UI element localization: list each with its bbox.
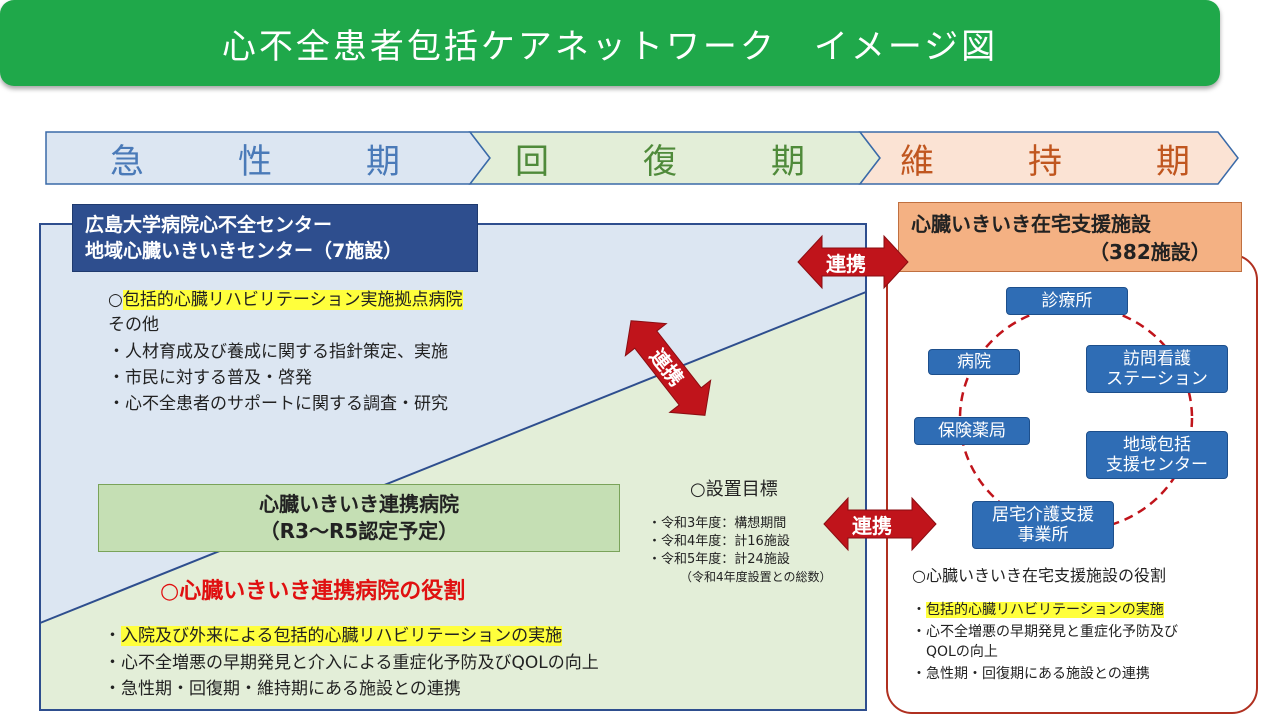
- home-role-heading: ○心臓いきいき在宅支援施設の役割: [912, 566, 1166, 585]
- center-header-line1: 広島大学病院心不全センター: [85, 214, 333, 236]
- node-community-support-line2: 支援センター: [1106, 455, 1208, 475]
- target-item-2: ・令和4年度：計16施設: [648, 534, 790, 549]
- collab-role-highlight: 入院及び外来による包括的心臓リハビリテーションの実施: [121, 626, 563, 646]
- collab-role-item-2: ・心不全増悪の早期発見と介入による重症化予防及びQOLの向上: [104, 653, 599, 673]
- target-item-1: ・令和3年度：構想期間: [648, 516, 787, 531]
- home-role-item-2: ・心不全増悪の早期発見と重症化予防及び: [912, 624, 1178, 640]
- node-care-office-line1: 居宅介護支援: [992, 505, 1094, 525]
- home-role-prefix: ・: [912, 602, 926, 618]
- phase-recovery-label: 回 復 期: [515, 141, 835, 182]
- phase-maintenance-label: 維 持 期: [900, 141, 1220, 182]
- node-community-support-line1: 地域包括: [1123, 435, 1191, 455]
- link-label-top: 連携: [826, 252, 866, 276]
- center-bullet-1: ・人材育成及び養成に関する指針策定、実施: [108, 342, 448, 362]
- collab-role-prefix: ・: [104, 626, 121, 646]
- node-clinic: 診療所: [1006, 287, 1128, 315]
- link-arrow-diagonal: [624, 320, 712, 416]
- collab-role-item-1: ・入院及び外来による包括的心臓リハビリテーションの実施: [104, 624, 563, 648]
- intro-prefix: ○: [108, 290, 123, 310]
- home-role-item-1: ・包括的心臓リハビリテーションの実施: [912, 600, 1164, 620]
- target-item-3: ・令和5年度：計24施設: [648, 552, 790, 567]
- center-header-line2: 地域心臓いきいきセンター（7施設）: [85, 240, 403, 262]
- center-header: 広島大学病院心不全センター 地域心臓いきいきセンター（7施設）: [72, 204, 478, 272]
- node-visiting-nursing-line1: 訪問看護: [1123, 349, 1191, 369]
- node-hospital: 病院: [928, 349, 1020, 375]
- center-bullet-3: ・心不全患者のサポートに関する調査・研究: [108, 394, 448, 414]
- home-role-item-4: ・急性期・回復期にある施設との連携: [912, 666, 1150, 682]
- other-label: その他: [108, 315, 159, 335]
- collab-role-heading: ○心臓いきいき連携病院の役割: [160, 579, 466, 604]
- diagonal-divider: [39, 291, 867, 624]
- home-role-highlight: 包括的心臓リハビリテーションの実施: [926, 602, 1164, 618]
- node-care-office: 居宅介護支援 事業所: [972, 501, 1114, 549]
- target-heading: ○設置目標: [690, 479, 778, 500]
- home-support-header: 心臓いきいき在宅支援施設 （382施設）: [898, 202, 1242, 272]
- home-role-item-3: QOLの向上: [926, 644, 998, 660]
- node-pharmacy: 保険薬局: [914, 417, 1030, 445]
- collab-hospital-line1: 心臓いきいき連携病院: [259, 492, 459, 516]
- center-role-intro: ○包括的心臓リハビリテーション実施拠点病院: [108, 288, 463, 312]
- collab-role-item-3: ・急性期・回復期・維持期にある施設との連携: [104, 679, 461, 699]
- phase-acute-label: 急 性 期: [110, 141, 430, 182]
- phase-maintenance-shape: [858, 131, 1239, 185]
- node-visiting-nursing-line2: ステーション: [1106, 369, 1208, 389]
- link-arrow-top: [797, 234, 909, 290]
- home-support-header-line1: 心臓いきいき在宅支援施設: [911, 212, 1151, 236]
- target-note: （令和4年度設置との総数）: [680, 570, 832, 584]
- collab-hospital-line2: （R3～R5認定予定）: [259, 519, 459, 543]
- collab-hospital-box: 心臓いきいき連携病院 （R3～R5認定予定）: [98, 484, 620, 552]
- home-support-header-line2: （382施設）: [1089, 240, 1211, 264]
- page-title: 心不全患者包括ケアネットワーク イメージ図: [0, 0, 1220, 86]
- node-community-support: 地域包括 支援センター: [1086, 431, 1228, 479]
- link-label-bottom: 連携: [852, 514, 892, 538]
- link-arrow-bottom: [823, 496, 937, 552]
- intro-highlight: 包括的心臓リハビリテーション実施拠点病院: [122, 290, 463, 310]
- center-bullet-2: ・市民に対する普及・啓発: [108, 368, 312, 388]
- node-care-office-line2: 事業所: [1017, 525, 1069, 545]
- node-visiting-nursing: 訪問看護 ステーション: [1086, 345, 1228, 393]
